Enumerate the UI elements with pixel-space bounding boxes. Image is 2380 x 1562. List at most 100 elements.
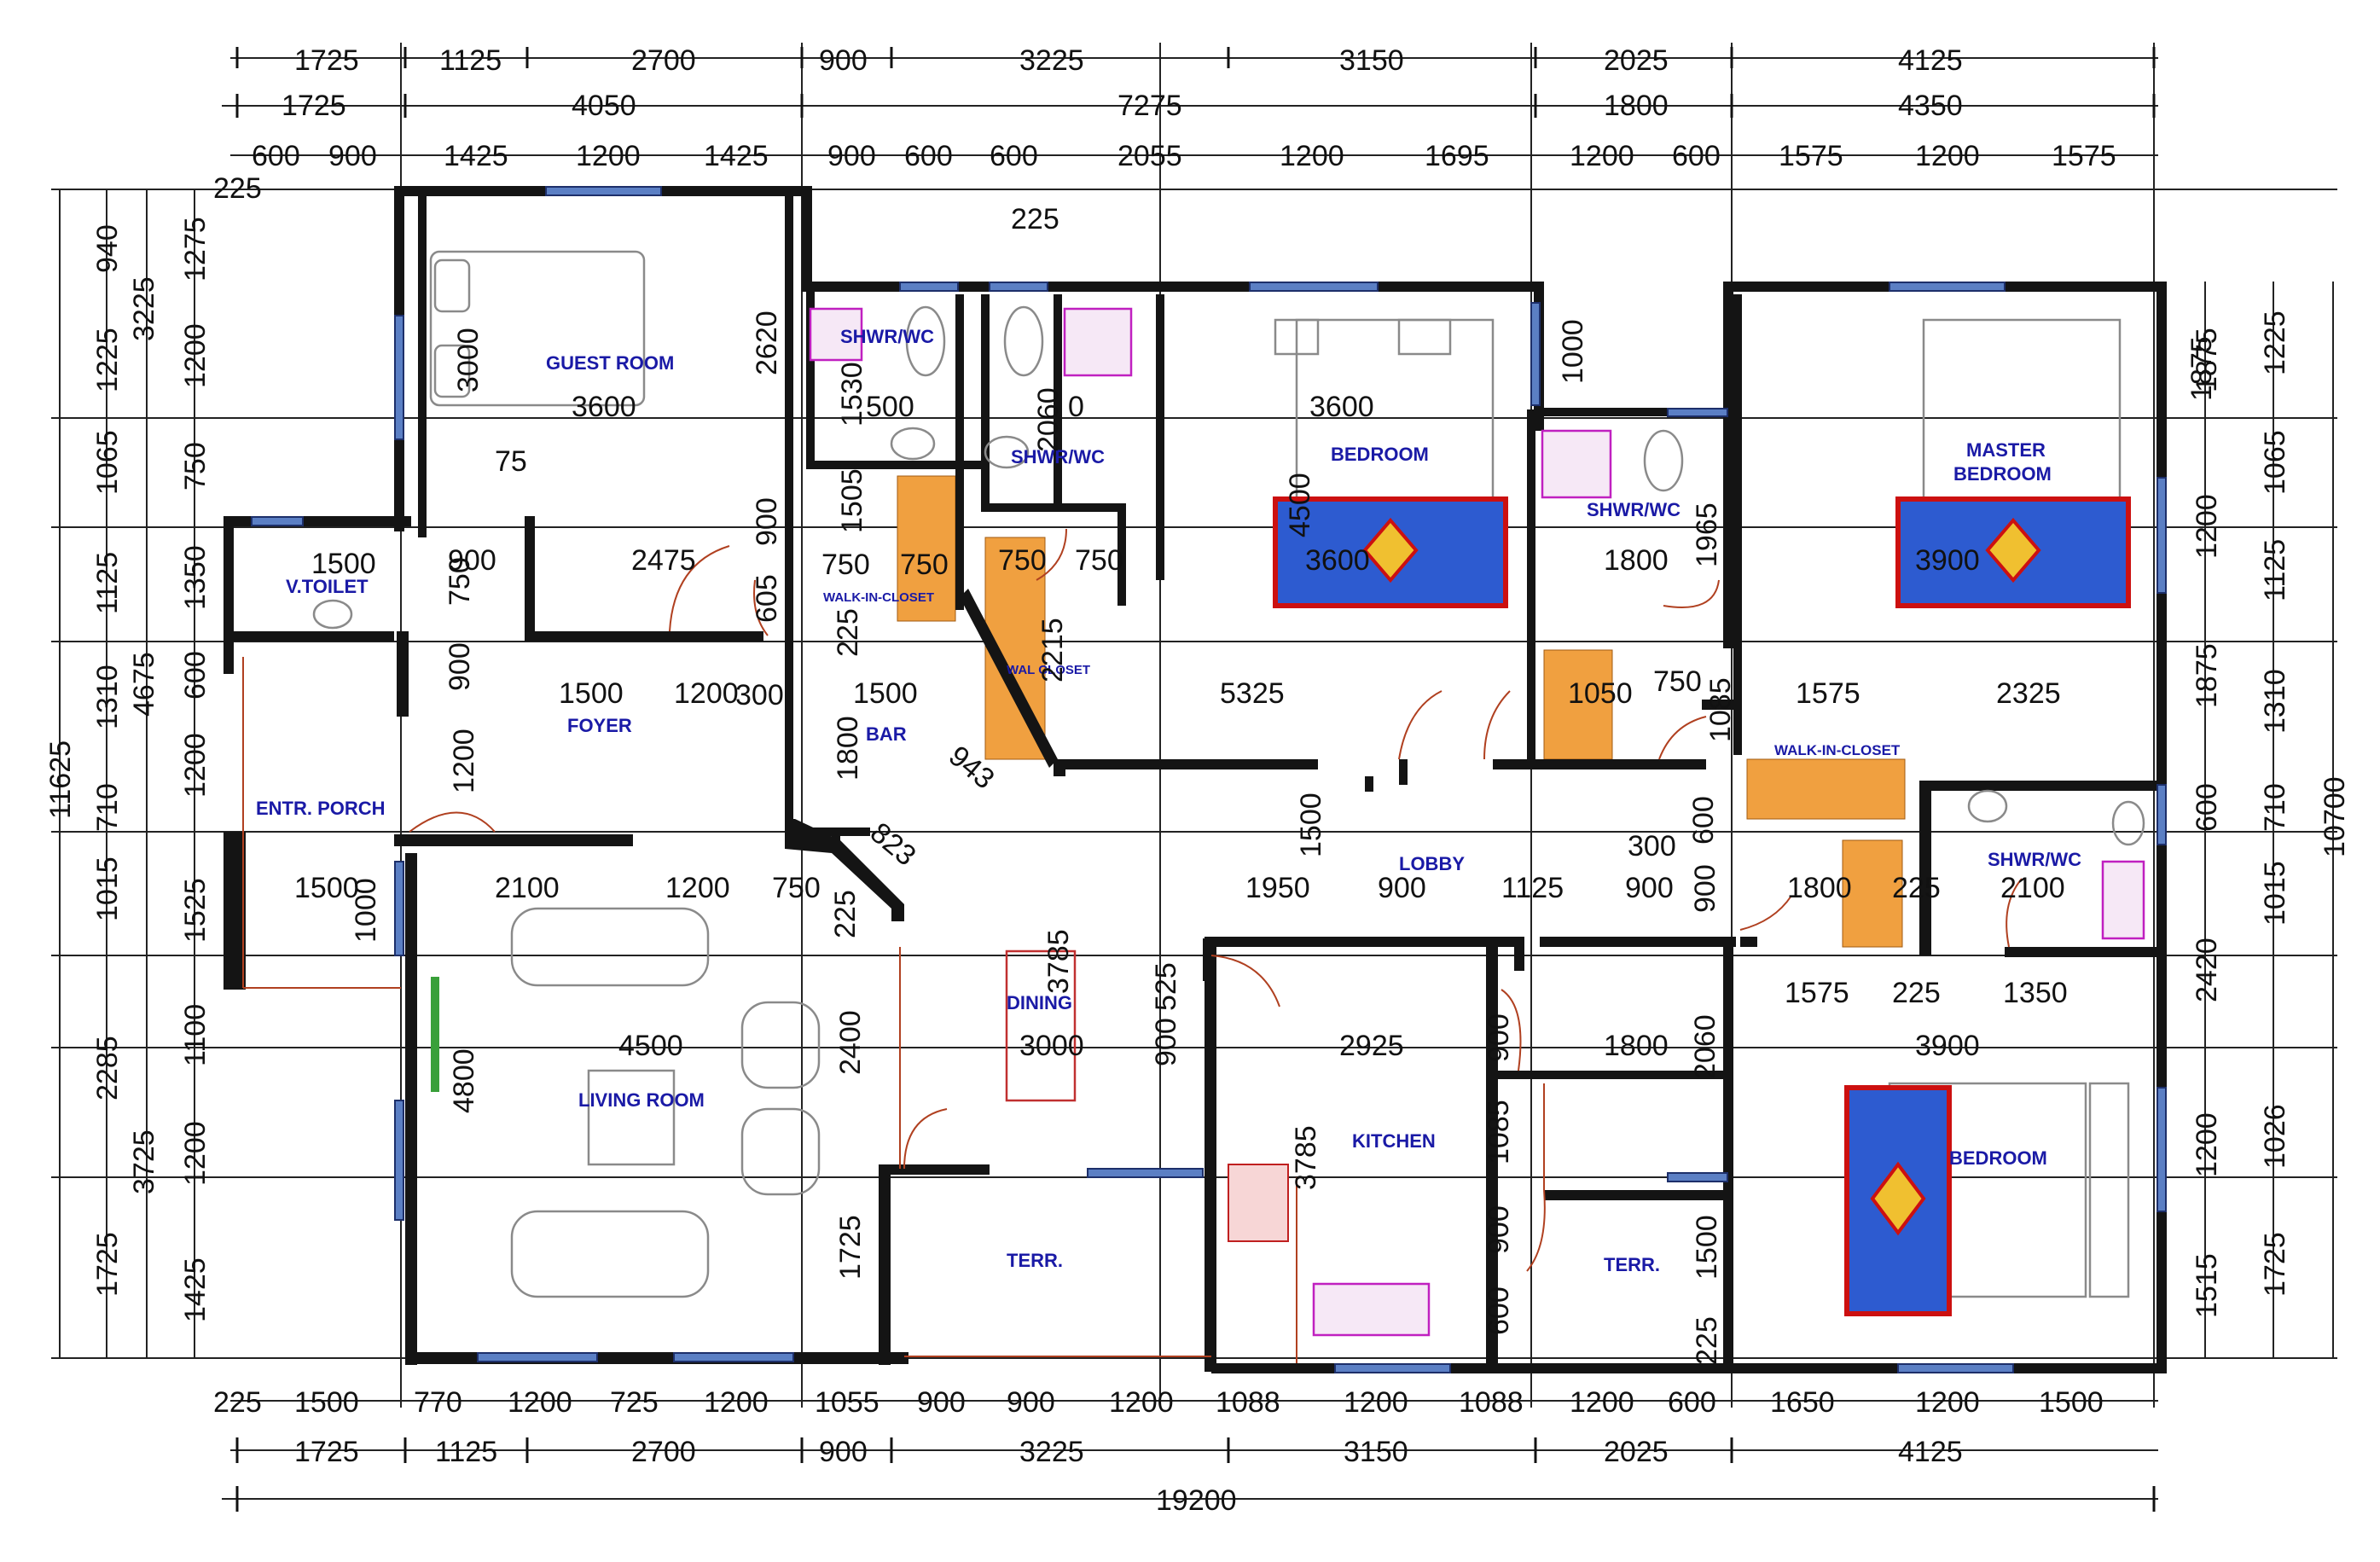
dim-int-900j: 900: [1483, 1205, 1515, 1254]
dim-int-900h: 900: [1150, 1018, 1182, 1066]
dim-bottom-total: 19200: [1156, 1484, 1237, 1517]
dim-int-300a: 300: [735, 679, 784, 711]
dim-bot1-4: 725: [610, 1386, 659, 1419]
label-master-bedroom-2: BEDROOM: [1953, 463, 2052, 485]
dim-top1-4: 3225: [1019, 44, 1084, 77]
dim-bot2-7: 4125: [1898, 1436, 1963, 1468]
dim-int-1085b: 1085: [1483, 1100, 1515, 1164]
dim-right1-1: 1065: [2259, 430, 2291, 495]
dim-left1-2: 1065: [91, 430, 124, 495]
dim-bot1-0: 225: [213, 1386, 262, 1419]
label-shwr-wc-4: SHWR/WC: [1988, 849, 2081, 870]
dim-left2-1: 1200: [179, 323, 212, 388]
dim-top3-9: 1200: [1280, 140, 1344, 172]
dim-bot1-8: 900: [1007, 1386, 1055, 1419]
dim-int-900i: 900: [1483, 1013, 1515, 1062]
dim-int-900c: 900: [444, 642, 476, 691]
dim-int-2100a: 2100: [495, 872, 560, 904]
dim-top2-3: 1800: [1604, 90, 1669, 122]
dim-bot1-12: 1088: [1459, 1386, 1524, 1419]
dim-int-1800a: 1800: [1604, 544, 1669, 577]
dim-int-1200b: 1200: [448, 729, 480, 793]
dim-int-75: 75: [495, 445, 527, 478]
sink: [1312, 1282, 1431, 1337]
dim-int-1050: 1050: [1568, 677, 1633, 710]
label-bedroom: BEDROOM: [1331, 444, 1429, 465]
dim-top1-6: 2025: [1604, 44, 1669, 77]
dim-right1-5: 1015: [2259, 861, 2291, 926]
dim-left2-8: 1200: [179, 1121, 212, 1186]
stove: [1228, 1164, 1289, 1242]
dim-right1-7: 1725: [2259, 1232, 2291, 1297]
dim-int-750b: 750: [900, 549, 949, 581]
label-dining: DINING: [1007, 992, 1072, 1013]
dim-int-3000: 3000: [452, 328, 485, 392]
sofa-top: [510, 907, 710, 987]
label-bar: BAR: [866, 723, 907, 745]
label-wal-closet: WAL CLOSET: [1007, 663, 1090, 677]
dim-bot2-2: 2700: [631, 1436, 696, 1468]
dim-int-1500c: 1500: [853, 677, 918, 710]
dim-top3-2: 1425: [444, 140, 508, 172]
dim-left1-4: 1310: [91, 665, 124, 729]
dim-left1-5: 710: [91, 783, 124, 832]
dim-int-900e: 900: [1378, 872, 1426, 904]
dim-int-2060b: 2060: [1689, 1014, 1721, 1079]
dim-int-600: 600: [1687, 796, 1720, 845]
dim-int-3785b: 3785: [1290, 1125, 1322, 1190]
dim-top3-10: 1695: [1425, 140, 1489, 172]
dim-int-900g: 900: [1689, 864, 1721, 913]
dim-int-3900b: 3900: [1915, 1030, 1980, 1062]
dim-bot1-1: 1500: [294, 1386, 359, 1419]
shower-1: [809, 307, 863, 362]
dim-int-750c: 750: [998, 544, 1047, 577]
dim-int-4500b: 4500: [618, 1030, 683, 1062]
dim-left2-5: 1200: [179, 733, 212, 798]
dim-top1-2: 2700: [631, 44, 696, 77]
dim-int-1875: 1875: [2186, 336, 2218, 401]
dim-int-2475: 2475: [631, 544, 696, 577]
dim-int-1500a: 1500: [311, 548, 376, 580]
dim-int-1800b: 1800: [832, 716, 864, 781]
dim-int-225c: 225: [832, 608, 864, 657]
dim-left1-0: 940: [91, 224, 124, 273]
shower-2: [1063, 307, 1133, 377]
dim-int-1500b: 1500: [559, 677, 624, 710]
dim-top2-1: 4050: [572, 90, 636, 122]
label-guest-room: GUEST ROOM: [546, 352, 674, 374]
dim-bot1-17: 1500: [2039, 1386, 2104, 1419]
dim-int-1200a: 1200: [674, 677, 739, 710]
label-terr-2: TERR.: [1604, 1254, 1660, 1275]
dim-int-750f: 750: [1653, 665, 1702, 698]
dim-left2-3: 1350: [179, 545, 212, 610]
sofa-bottom: [510, 1210, 710, 1298]
dim-int-2400: 2400: [834, 1010, 867, 1075]
dim-bot2-6: 2025: [1604, 1436, 1669, 1468]
dim-int-2325: 2325: [1996, 677, 2061, 710]
dim-int-600b: 600: [1483, 1286, 1515, 1335]
dim-int-225g: 225: [1691, 1316, 1723, 1365]
dim-bot1-14: 600: [1668, 1386, 1716, 1419]
dim-int-1000b: 1000: [350, 878, 382, 943]
dim-top3-11: 1200: [1570, 140, 1634, 172]
dim-left2-6: 1525: [179, 878, 212, 943]
dim-top3-15: 1575: [2052, 140, 2116, 172]
dim-top3-0: 600: [252, 140, 300, 172]
dim-int-3900a: 3900: [1915, 544, 1980, 577]
guest-bed: [429, 250, 646, 407]
dim-top3-1: 900: [328, 140, 377, 172]
dim-top3-7: 600: [990, 140, 1038, 172]
dim-bot1-10: 1088: [1216, 1386, 1280, 1419]
dim-bot1-13: 1200: [1570, 1386, 1634, 1419]
dim-int-1575a: 1575: [1796, 677, 1860, 710]
dim-int-900b: 900: [751, 497, 783, 546]
dim-int-1350: 1350: [2003, 977, 2068, 1009]
label-kitchen: KITCHEN: [1352, 1130, 1436, 1152]
dim-left2-2: 750: [179, 442, 212, 491]
dim-right2-1: 1200: [2191, 494, 2223, 559]
dim-top1-0: 1725: [294, 44, 359, 77]
dim-int-1530: 1530: [836, 362, 868, 427]
dim-bot2-5: 3150: [1344, 1436, 1408, 1468]
dim-bot1-5: 1200: [704, 1386, 769, 1419]
